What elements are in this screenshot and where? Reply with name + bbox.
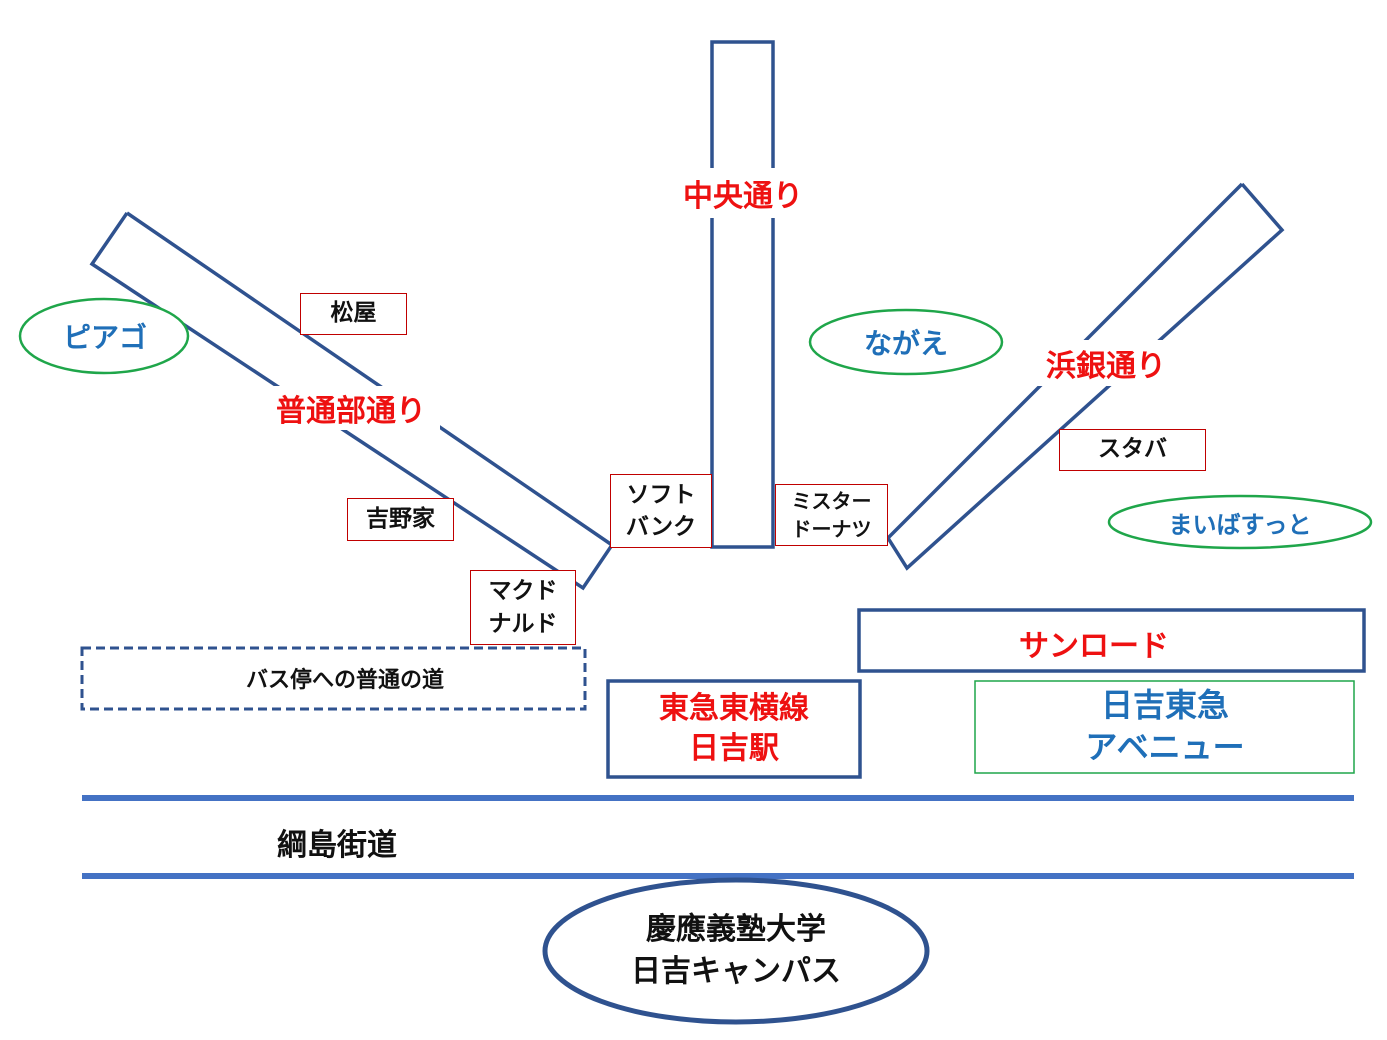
hamagin-road-outline bbox=[885, 182, 1285, 571]
avenue-box bbox=[974, 680, 1355, 774]
yoshinoya-shop: 吉野家 bbox=[347, 498, 454, 541]
campus-oval bbox=[542, 877, 930, 1025]
futsubu-road-outline bbox=[89, 211, 615, 591]
misterdonut-shop: ミスター ドーナツ bbox=[775, 484, 888, 546]
nagae-label: ながえ bbox=[863, 327, 948, 360]
sunroad-label: サンロード bbox=[1019, 629, 1169, 664]
tsunashima-label: 綱島街道 bbox=[277, 828, 397, 863]
bus-path-label: バス停への普通の道 bbox=[245, 668, 444, 693]
piago-label: ピアゴ bbox=[62, 321, 147, 354]
matsuya-shop: 松屋 bbox=[300, 293, 407, 335]
mcdonalds-shop: マクド ナルド bbox=[470, 570, 576, 645]
bus-path-outline bbox=[80, 646, 587, 711]
sunroad-outline bbox=[857, 608, 1366, 673]
hamagin-road-label: 浜銀通り bbox=[1036, 340, 1176, 386]
starbucks-shop: スタバ bbox=[1059, 429, 1206, 471]
maibasutto-label: まいばすっと bbox=[1168, 510, 1312, 539]
station-label: 東急東横線 日吉駅 bbox=[659, 690, 809, 767]
station-box bbox=[606, 679, 862, 779]
piago-oval bbox=[18, 297, 190, 375]
chuo-road-outline bbox=[710, 40, 775, 549]
futsubu-road-label: 普通部通り bbox=[262, 386, 440, 430]
softbank-shop: ソフト バンク bbox=[610, 474, 712, 548]
nagae-oval bbox=[808, 308, 1004, 376]
chuo-road-label: 中央通り bbox=[676, 168, 810, 218]
campus-label: 慶應義塾大学 日吉キャンパス bbox=[631, 912, 841, 989]
maibasutto-oval bbox=[1107, 494, 1373, 550]
avenue-label: 日吉東急 アベニュー bbox=[1085, 686, 1245, 766]
